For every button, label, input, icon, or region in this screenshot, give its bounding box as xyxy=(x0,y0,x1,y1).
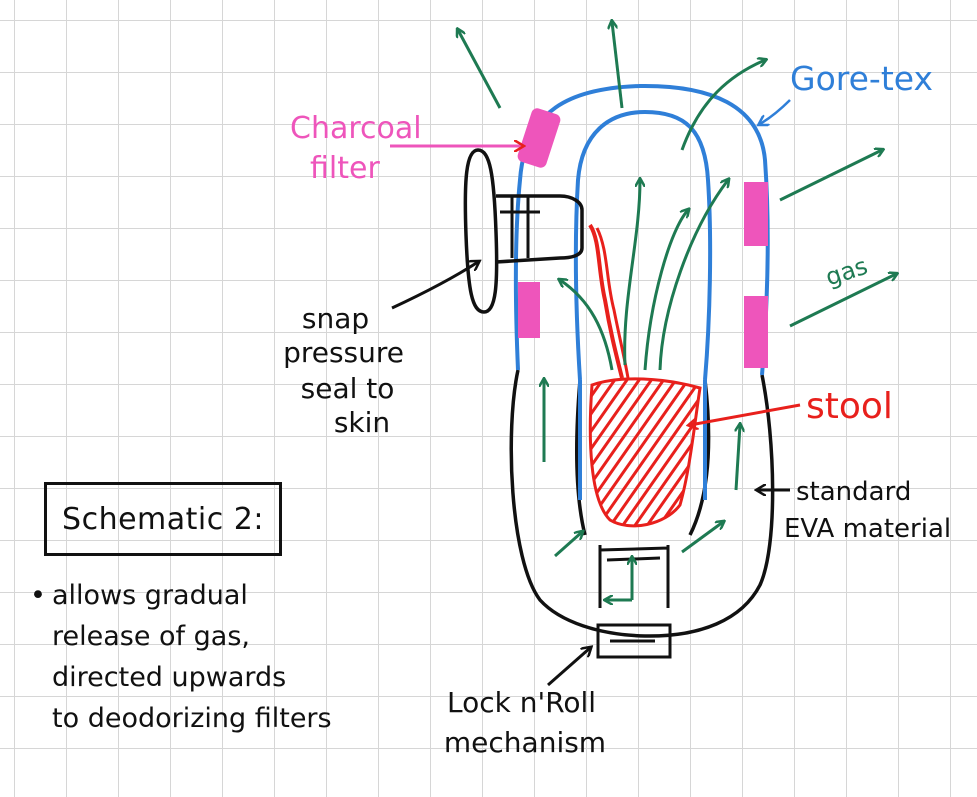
lock-n-roll-label: Lock n'Roll mechanism xyxy=(444,686,606,759)
gas-arrow xyxy=(658,180,728,371)
snap-seal-label: snap pressure seal to skin xyxy=(283,302,413,439)
stool-pointer xyxy=(690,403,801,425)
outer-eva-bag xyxy=(509,369,775,638)
standard-eva-label: standard EVA material xyxy=(784,477,951,544)
gore-tex-pointer xyxy=(760,99,791,124)
gas-arrow xyxy=(458,30,502,109)
note-line: • allows gradual xyxy=(30,575,360,616)
snap-seal-connector xyxy=(495,194,584,264)
schematic-title: Schematic 2: xyxy=(44,482,282,556)
gore-tex-label: Gore-tex xyxy=(790,59,933,98)
bullet-dot: • xyxy=(30,580,46,611)
lock-n-roll-pointer xyxy=(547,648,590,687)
charcoal-filter-top-left xyxy=(517,108,561,168)
gas-arrow xyxy=(734,425,740,491)
stool-stream xyxy=(588,223,624,379)
note-text: release of gas, xyxy=(52,621,250,652)
gas-arrow xyxy=(560,280,614,371)
gas-arrow xyxy=(554,532,582,558)
stool-label: stool xyxy=(806,386,893,427)
gas-label: gas xyxy=(822,252,871,292)
gas-arrow xyxy=(779,150,882,202)
gas-arrow xyxy=(623,180,640,366)
snap-seal-flange xyxy=(463,148,499,314)
gore-tex-inner xyxy=(573,109,713,381)
lock-n-roll-clip xyxy=(596,623,672,659)
gas-arrow xyxy=(681,522,723,554)
gas-arrow xyxy=(789,274,896,328)
note-text: to deodorizing filters xyxy=(52,703,332,734)
charcoal-filter-lower-right xyxy=(744,296,768,368)
charcoal-filter-label: Charcoal filter xyxy=(290,111,431,186)
gas-flow-arrows xyxy=(458,22,896,600)
note-text: directed upwards xyxy=(52,662,287,693)
gas-arrow xyxy=(680,60,765,151)
charcoal-filter-upper-right xyxy=(744,182,768,246)
schematic-notes: • allows gradual release of gas, directe… xyxy=(30,575,360,739)
snap-seal-pointer xyxy=(391,262,478,310)
gas-arrow xyxy=(612,22,624,109)
charcoal-filter-mid-left xyxy=(518,282,540,338)
gas-arrow xyxy=(643,210,688,371)
note-text: allows gradual xyxy=(52,580,248,611)
outlet-tube xyxy=(598,545,670,608)
stool-mass xyxy=(588,377,702,528)
